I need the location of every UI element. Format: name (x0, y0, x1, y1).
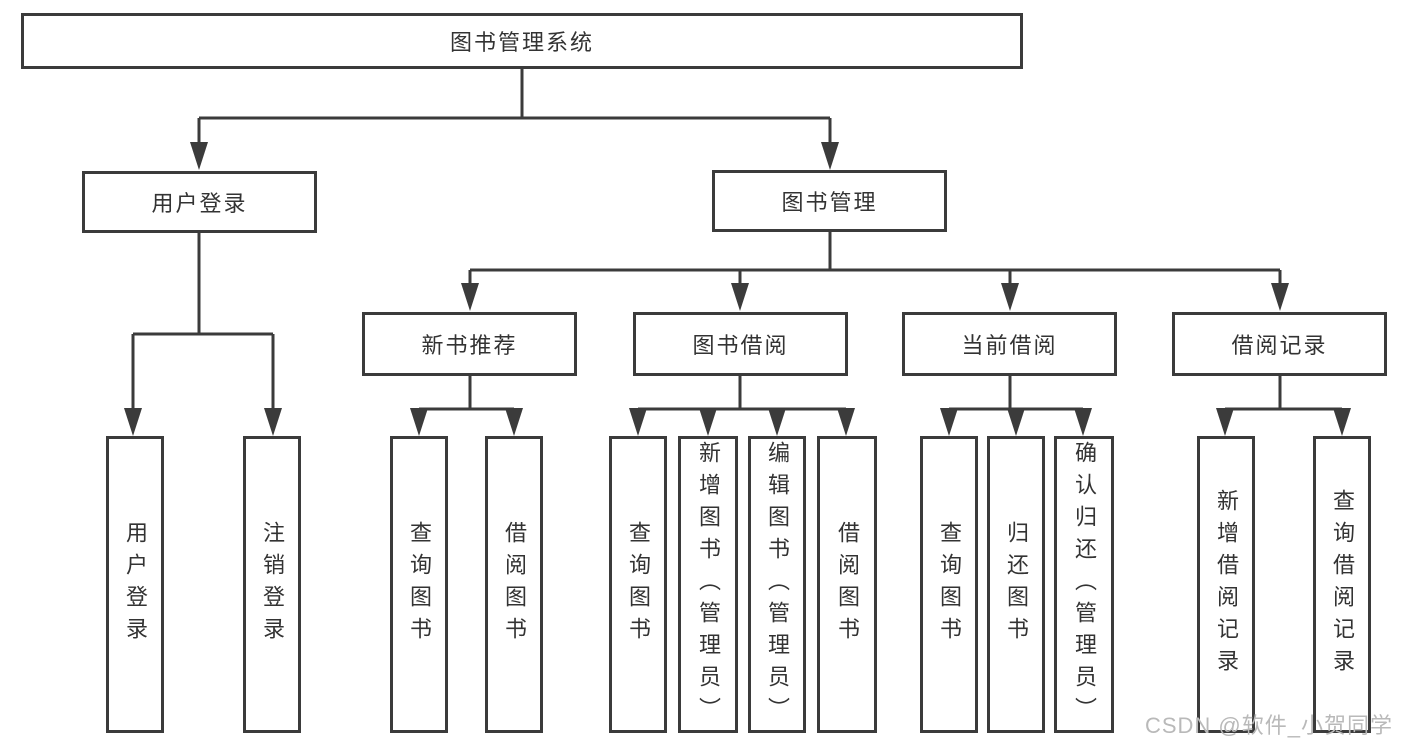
leaf-add-books-admin-label: 新增图书（管理员） (696, 440, 721, 729)
leaf-return-books: 归还图书 (987, 436, 1045, 733)
leaf-add-borrow-record-label: 新增借阅记录 (1214, 488, 1239, 681)
node-book-borrow: 图书借阅 (633, 312, 848, 376)
leaf-query-books-borrow: 查询图书 (609, 436, 667, 733)
leaf-borrow-books-newbooks: 借阅图书 (485, 436, 543, 733)
leaf-confirm-return-admin: 确认归还（管理员） (1054, 436, 1114, 733)
leaf-borrow-books: 借阅图书 (817, 436, 877, 733)
node-book-management: 图书管理 (712, 170, 947, 232)
leaf-edit-books-admin: 编辑图书（管理员） (748, 436, 806, 733)
node-borrow-records: 借阅记录 (1172, 312, 1387, 376)
leaf-logout: 注销登录 (243, 436, 301, 733)
leaf-confirm-return-admin-label: 确认归还（管理员） (1072, 440, 1097, 729)
connector-borrow-records (1225, 375, 1342, 411)
leaf-user-login: 用户登录 (106, 436, 164, 733)
connector-book-management (468, 232, 1282, 287)
leaf-borrow-books-newbooks-label: 借阅图书 (502, 520, 527, 649)
connector-current-borrow (949, 375, 1083, 411)
node-current-borrow: 当前借阅 (902, 312, 1117, 376)
leaf-user-login-label: 用户登录 (123, 520, 148, 649)
csdn-watermark: CSDN @软件_小贺同学 (1144, 713, 1393, 738)
leaf-query-books-borrow-label: 查询图书 (626, 520, 651, 649)
connector-user-login (131, 233, 275, 412)
connector-root (197, 69, 832, 146)
leaf-edit-books-admin-label: 编辑图书（管理员） (765, 440, 790, 729)
node-root: 图书管理系统 (21, 13, 1023, 69)
leaf-query-borrow-record: 查询借阅记录 (1313, 436, 1371, 733)
leaf-return-books-label: 归还图书 (1004, 520, 1029, 649)
leaf-query-books-current-label: 查询图书 (937, 520, 962, 649)
connector-book-borrow (638, 376, 846, 411)
leaf-query-books-current: 查询图书 (920, 436, 978, 733)
leaf-logout-label: 注销登录 (260, 520, 285, 649)
node-new-books: 新书推荐 (362, 312, 577, 376)
leaf-query-books-newbooks-label: 查询图书 (407, 520, 432, 649)
leaf-borrow-books-label: 借阅图书 (835, 520, 860, 649)
leaf-query-books-newbooks: 查询图书 (390, 436, 448, 733)
connector-new-books (419, 376, 514, 411)
leaf-add-books-admin: 新增图书（管理员） (678, 436, 738, 733)
leaf-query-borrow-record-label: 查询借阅记录 (1330, 488, 1355, 681)
leaf-add-borrow-record: 新增借阅记录 (1197, 436, 1255, 733)
node-user-login: 用户登录 (82, 171, 317, 233)
